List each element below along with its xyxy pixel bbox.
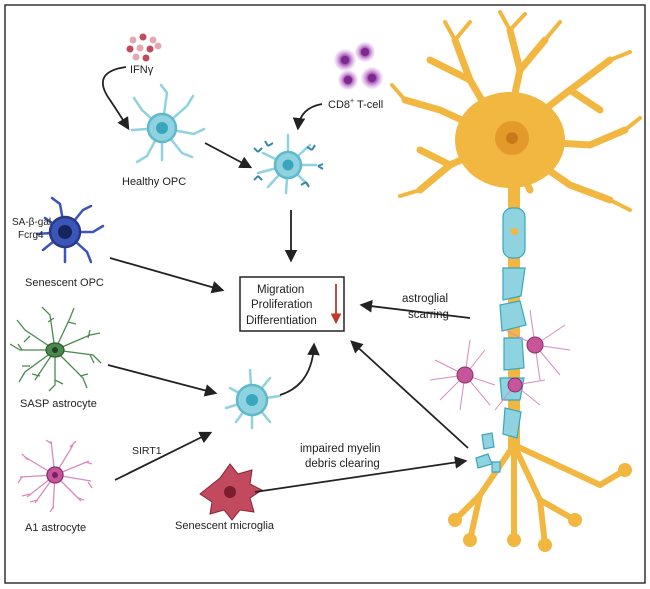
healthy-opc-label: Healthy OPC xyxy=(122,176,186,188)
senescent-microglia-cell xyxy=(199,463,263,521)
arrow-scar-to-box-lower xyxy=(350,340,469,449)
sasp-astrocyte-cell xyxy=(9,306,102,392)
box-line-migration: Migration xyxy=(257,284,304,296)
arrow-senescent-opc-to-box xyxy=(109,257,225,294)
outcome-box: Migration Proliferation Differentiation xyxy=(239,276,345,332)
myelin-sheath xyxy=(475,207,527,473)
a1-astrocyte-cell xyxy=(17,439,93,513)
senescent-opc-cell xyxy=(35,196,105,264)
arrow-sasp-to-opc xyxy=(107,364,218,397)
arrow-lower-opc-to-box xyxy=(279,342,320,396)
senescent-opc-label: Senescent OPC xyxy=(25,277,104,289)
cd8-tcell-label: CD8+ T-cell xyxy=(328,98,383,111)
lower-opc-cell xyxy=(224,368,282,430)
arrow-tcell-to-opc xyxy=(292,103,323,131)
a1-astrocyte-label: A1 astrocyte xyxy=(25,522,86,534)
senescent-microglia-label: Senescent microglia xyxy=(175,520,275,532)
receptor-icons xyxy=(253,140,324,188)
myelin-debris-label-1: impaired myelin xyxy=(300,443,381,455)
cd8-t-cells xyxy=(334,42,383,90)
arrow-ifng-to-healthy-opc xyxy=(101,66,130,131)
activated-opc-cell xyxy=(256,133,318,195)
astroglial-label-1: astroglial xyxy=(402,293,448,305)
arrow-a1-to-opc xyxy=(114,431,213,481)
ifng-molecules xyxy=(126,33,162,62)
myelin-debris-label-2: debris clearing xyxy=(305,458,380,470)
healthy-opc-cell xyxy=(130,83,206,164)
arrow-scar-to-box-upper xyxy=(359,299,471,319)
sirt1-label: SIRT1 xyxy=(132,445,162,457)
arrow-healthy-to-activated-opc xyxy=(204,142,253,169)
scar-astrocytes xyxy=(429,309,571,411)
box-line-proliferation: Proliferation xyxy=(251,299,312,311)
markers-label-1: SA-β-gal xyxy=(12,217,51,228)
sasp-astrocyte-label: SASP astrocyte xyxy=(20,398,97,410)
markers-label-2: Fcrg4 xyxy=(18,230,44,241)
box-line-differentiation: Differentiation xyxy=(246,315,317,327)
diagram-frame xyxy=(4,4,646,584)
ifng-label: IFNγ xyxy=(130,64,154,76)
arrow-microglia-to-scar xyxy=(254,456,468,493)
astroglial-label-2: scarring xyxy=(408,309,449,321)
